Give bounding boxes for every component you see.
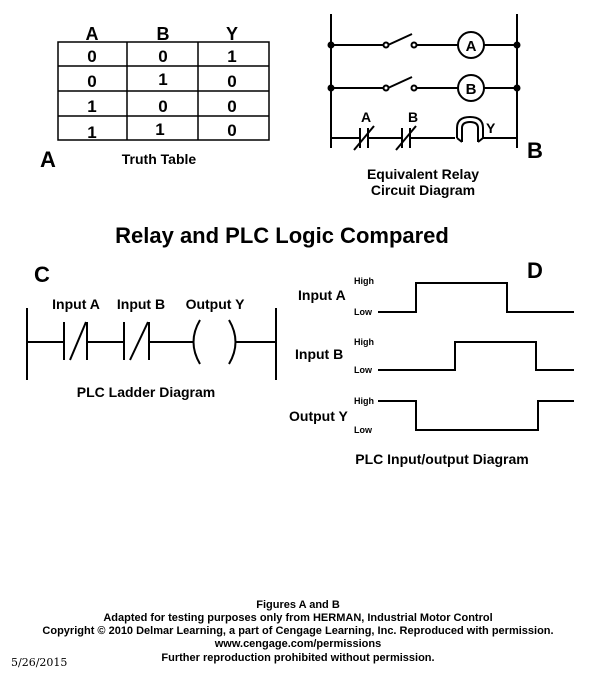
tt-cell: 0: [227, 97, 236, 116]
tt-cell: 1: [158, 70, 167, 89]
timing-high-label: High: [354, 276, 374, 286]
figure-letter-d: D: [527, 258, 543, 283]
footer-line-5: Further reproduction prohibited without …: [161, 652, 434, 664]
ladder-input-a-label: Input A: [52, 296, 100, 312]
output-y-waveform: [378, 400, 574, 431]
tt-cell: 0: [87, 72, 96, 91]
relay-caption-line1: Equivalent Relay: [367, 166, 479, 182]
tt-grid: [57, 41, 270, 141]
relay-labels: A B A B Y B Equivalent Relay Circuit Dia…: [361, 38, 543, 198]
timing-output-y-label: Output Y: [289, 408, 349, 424]
ammeter-b-icon: [457, 74, 485, 102]
meter-a-label: A: [466, 38, 477, 55]
timing-diagram: D Input A High Low Input B High Low Outp…: [289, 258, 574, 467]
contact-a-label: A: [361, 109, 371, 125]
ammeter-a-icon: [457, 31, 485, 59]
ladder-caption: PLC Ladder Diagram: [77, 384, 215, 400]
tt-header-y: Y: [226, 24, 238, 44]
relay-rung-2: [327, 74, 521, 102]
relay-rung-3: [331, 115, 517, 151]
coil-y-label: Y: [486, 120, 496, 136]
timing-high-label: High: [354, 396, 374, 406]
ladder-diagram: C Input A Input B Output Y PLC Ladder Di…: [26, 262, 277, 400]
relay-rung-1: [327, 31, 521, 59]
tt-cell: 0: [227, 121, 236, 140]
input-b-waveform: [378, 341, 574, 371]
timing-high-label: High: [354, 337, 374, 347]
timing-caption: PLC Input/output Diagram: [355, 451, 528, 467]
tt-cell: 0: [227, 72, 236, 91]
relay-circuit: [327, 14, 521, 151]
input-a-waveform: [378, 282, 574, 313]
figure-letter-b: B: [527, 138, 543, 163]
tt-header-a: A: [86, 24, 99, 44]
footer: Figures A and B Adapted for testing purp…: [42, 599, 553, 664]
date-stamp: 5/26/2015: [11, 656, 67, 669]
tt-cell: 0: [158, 97, 167, 116]
tt-cell: 1: [155, 120, 164, 139]
contact-b-label: B: [408, 109, 418, 125]
tt-cell: 0: [158, 47, 167, 66]
main-title: Relay and PLC Logic Compared: [115, 223, 449, 248]
ladder-output-y-label: Output Y: [186, 296, 246, 312]
timing-input-b-label: Input B: [295, 346, 343, 362]
ladder-input-b-label: Input B: [117, 296, 165, 312]
relay-caption-line2: Circuit Diagram: [371, 182, 475, 198]
figure-letter-a: A: [40, 147, 56, 172]
tt-cell: 1: [87, 123, 96, 142]
figure-letter-c: C: [34, 262, 50, 287]
timing-low-label: Low: [354, 365, 373, 375]
tt-cell: 1: [227, 47, 236, 66]
output-coil-icon: [192, 319, 201, 365]
coil-y-icon: [456, 115, 484, 138]
tt-cell: 1: [87, 97, 96, 116]
truth-table: A B Y 0 0 1 0 1 0 1 0 0 1 1 0 A Truth Ta…: [40, 24, 270, 172]
tt-cell: 0: [87, 47, 96, 66]
timing-low-label: Low: [354, 307, 373, 317]
footer-line-3: Copyright © 2010 Delmar Learning, a part…: [42, 625, 553, 637]
footer-line-4: www.cengage.com/permissions: [214, 638, 381, 650]
footer-line-1: Figures A and B: [256, 599, 340, 611]
meter-b-label: B: [466, 81, 477, 98]
tt-header-b: B: [157, 24, 170, 44]
timing-input-a-label: Input A: [298, 287, 346, 303]
timing-low-label: Low: [354, 425, 373, 435]
truth-table-caption: Truth Table: [122, 151, 197, 167]
footer-line-2: Adapted for testing purposes only from H…: [103, 612, 492, 624]
